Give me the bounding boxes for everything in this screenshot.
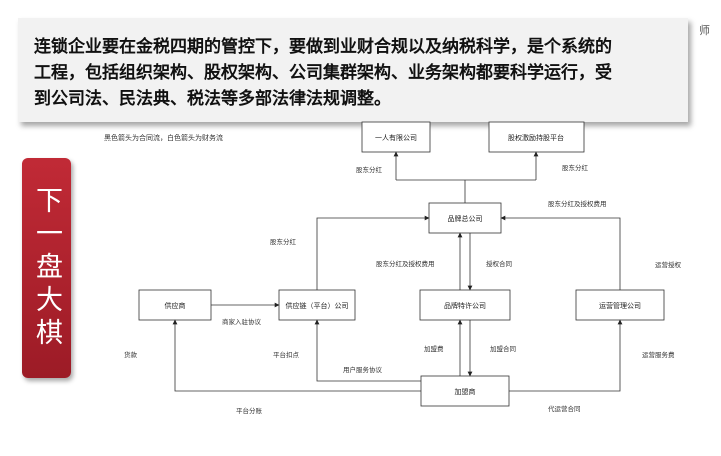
node-label: 供应商 xyxy=(165,301,186,310)
edge-label-ops-auth: 运营授权 xyxy=(655,260,682,269)
node-label: 供应链（平台）公司 xyxy=(286,301,349,310)
header-line-1: 连锁企业要在金税四期的管控下，要做到业财合规以及纳税科学，是个系统的 xyxy=(34,37,612,57)
banner-text: 下一盘大棋 xyxy=(31,185,62,351)
edge-label-dividend-supply: 股东分红 xyxy=(270,237,297,246)
edge-label-franchise-contract: 加盟合同 xyxy=(490,344,516,353)
edge-label-agency-contract: 代运营合同 xyxy=(548,404,581,413)
node-brand-hq: 品牌总公司 xyxy=(428,202,502,234)
edge-label-dividend-left: 股东分红 xyxy=(356,165,383,174)
side-banner: 下一盘大棋 xyxy=(22,158,71,378)
header-line-3: 到公司法、民法典、税法等多部法律法规调整。 xyxy=(34,89,391,109)
edge-label-franchise-fee: 加盟费 xyxy=(424,344,444,353)
edge-label-ops-service-fee: 运营服务费 xyxy=(642,350,675,359)
edge-franchisee-to-supplier xyxy=(172,319,421,392)
edges-hq-franchise xyxy=(457,232,473,291)
node-one-person-company: 一人有限公司 xyxy=(361,121,431,153)
edge-label-user-service: 用户服务协议 xyxy=(343,365,383,374)
node-supply-chain-platform: 供应链（平台）公司 xyxy=(278,289,356,321)
edges-franchise-franchisee xyxy=(457,319,473,377)
node-brand-franchise-company: 品牌特许公司 xyxy=(419,289,511,321)
header-line-2: 工程，包括组织架构、股权架构、公司集群架构、业务架构都要科学运行，受 xyxy=(34,63,612,83)
node-label: 品牌总公司 xyxy=(448,214,483,223)
node-equity-incentive-platform: 股权激励持股平台 xyxy=(488,121,585,153)
node-franchisee: 加盟商 xyxy=(420,375,510,407)
edge-label-dividend-auth-fee-mid: 股东分红及授权费用 xyxy=(376,259,435,268)
node-label: 加盟商 xyxy=(455,387,476,396)
edge-label-auth-contract: 授权合同 xyxy=(486,259,512,268)
header-text: 连锁企业要在金税四期的管控下，要做到业财合规以及纳税科学，是个系统的工程，包括组… xyxy=(34,34,672,112)
edges-hq-to-shareholders xyxy=(393,151,539,203)
header-callout: 连锁企业要在金税四期的管控下，要做到业财合规以及纳税科学，是个系统的工程，包括组… xyxy=(18,18,688,122)
edge-ops-to-hq xyxy=(500,215,621,290)
edge-label-dividend-auth-fee-top: 股东分红及授权费用 xyxy=(548,199,607,208)
node-label: 一人有限公司 xyxy=(375,133,417,142)
edge-label-platform-commission: 平台扣点 xyxy=(273,350,300,359)
edge-label-payment: 货款 xyxy=(124,350,138,359)
corner-logo: 师 xyxy=(699,24,710,37)
edge-supply-chain-to-hq xyxy=(316,215,430,290)
edge-label-platform-share: 平台分账 xyxy=(236,406,263,415)
node-label: 品牌特许公司 xyxy=(444,301,486,310)
edge-franchisee-to-ops xyxy=(509,319,623,392)
node-label: 运营管理公司 xyxy=(599,301,641,310)
legend-note: 黑色箭头为合同流，白色箭头为财务流 xyxy=(104,134,223,142)
edge-label-merchant-agreement: 商家入驻协议 xyxy=(222,317,262,326)
edges-franchisee-supply-chain xyxy=(314,319,421,382)
node-supplier: 供应商 xyxy=(138,289,212,321)
edge-label-dividend-right: 股东分红 xyxy=(562,163,589,172)
node-label: 股权激励持股平台 xyxy=(508,133,564,142)
node-ops-management-company: 运营管理公司 xyxy=(575,289,665,321)
